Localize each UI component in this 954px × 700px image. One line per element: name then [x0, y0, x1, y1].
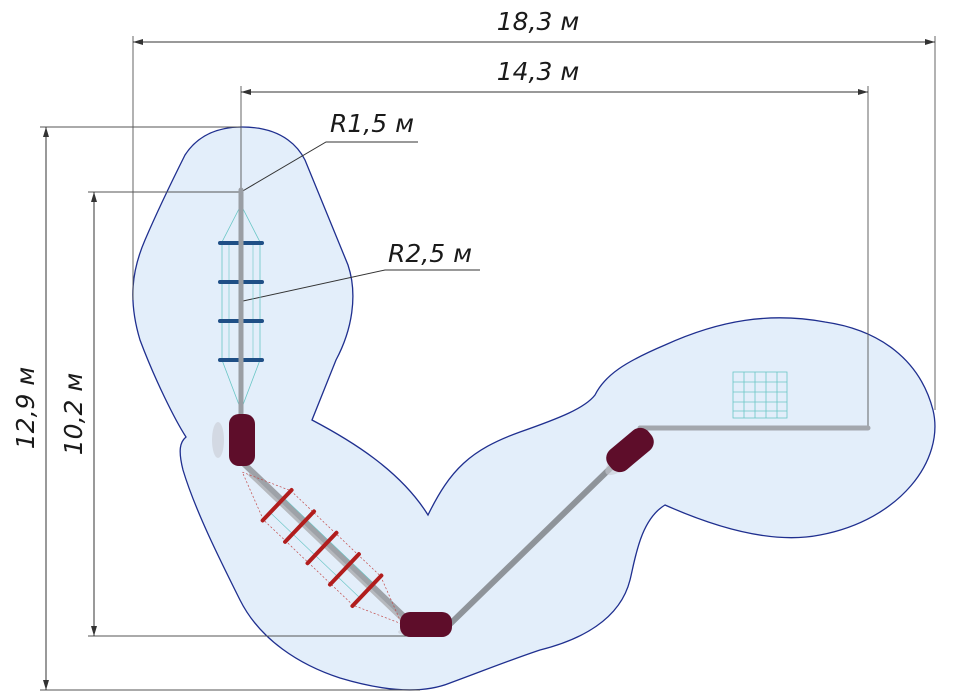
arrow-right-overall-width [925, 39, 935, 45]
post-1 [229, 414, 255, 466]
arrow-top-overall-height [43, 127, 49, 137]
label-inner-width: 14,3 м [497, 57, 579, 86]
label-small-radius: R1,5 м [330, 109, 414, 138]
arrow-left-inner-width [241, 89, 251, 95]
safety-zone [132, 126, 936, 691]
post-2 [400, 612, 452, 637]
arrow-right-inner-width [858, 89, 868, 95]
label-overall-width: 18,3 м [497, 7, 579, 36]
label-inner-height: 10,2 м [59, 373, 88, 455]
pipe-diagonal-up [445, 451, 628, 629]
arrow-top-inner-height [91, 192, 97, 202]
arrow-left-overall-width [133, 39, 143, 45]
pipe-diagonal-down-secondary [248, 473, 404, 622]
label-overall-height: 12,9 м [11, 367, 40, 449]
post-shadow-1 [212, 422, 224, 458]
post-3 [606, 427, 654, 473]
leader-large-radius [242, 269, 480, 302]
leader-small-radius [240, 141, 418, 193]
arrow-bottom-inner-height [91, 626, 97, 636]
arrow-bottom-overall-height [43, 680, 49, 690]
climbing-net [732, 371, 788, 419]
label-large-radius: R2,5 м [388, 239, 472, 268]
